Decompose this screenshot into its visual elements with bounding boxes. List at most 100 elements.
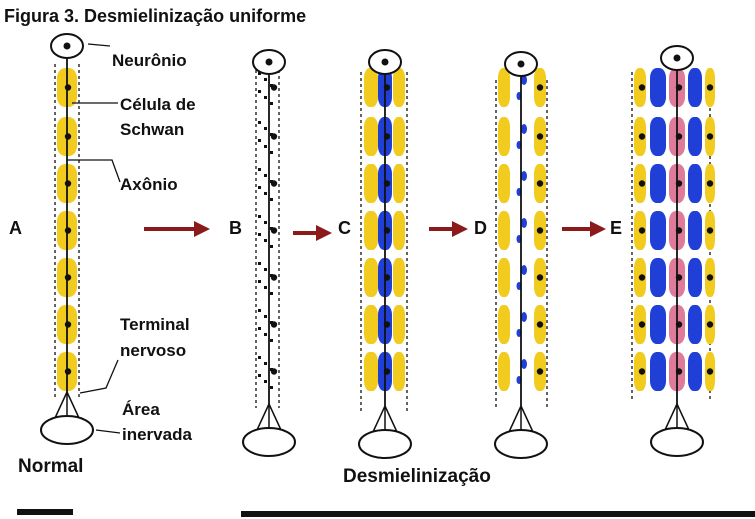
panel-d-cell-nucleus [536,274,544,281]
label-terminal-line2: nervoso [120,341,187,360]
scale-bar-normal [17,509,73,515]
panel-a-cell-nucleus [64,227,72,234]
panel-e-cell-nucleus [706,274,714,281]
panel-e-cell [650,352,666,391]
panel-b-myelin-debris [270,151,273,154]
panel-e-cell [650,164,666,203]
label-area-line1: Área [122,400,160,419]
panel-d-terminal-branch [520,405,534,433]
panel-b-myelin-debris [264,333,267,336]
panel-e-cell [650,68,666,107]
panel-e-innervated-area [650,427,704,457]
panel-b-myelin-debris [270,245,273,248]
panel-b-myelin-debris [258,356,261,359]
label-terminal-line1: Terminal [120,315,190,334]
panel-b-myelin-debris [258,90,261,93]
panel-d-cell [498,305,510,344]
panel-b-myelin-debris [264,192,267,195]
panel-e-cell [688,211,702,250]
panel-c-terminal-branch [384,405,398,433]
panel-b-myelin-debris [258,121,261,124]
panel-d-cell-nucleus [536,227,544,234]
panel-b-myelin-debris [258,309,261,312]
panel-b-myelin-debris [270,227,273,230]
panel-d-cell [498,352,510,391]
panel-d-cell [498,117,510,156]
panel-a-cell-nucleus [64,368,72,375]
panel-e-terminal-branch [676,403,690,431]
panel-e-cell [688,258,702,297]
panel-d-neuron-nucleus [517,60,525,68]
panel-e-cell-nucleus [706,84,714,91]
transition-arrow-head [590,221,606,237]
panel-d-cell [498,164,510,203]
panel-c-cell [393,68,405,107]
panel-d-remyelination-fragment [521,312,527,322]
panel-letter-b: B [229,218,242,238]
panel-a-innervated-area [40,415,94,445]
figure-title: Figura 3. Desmielinização uniforme [4,6,307,26]
panel-b-myelin-debris [264,380,267,383]
panel-b-myelin-debris [270,274,273,277]
transition-arrow-head [194,221,210,237]
panel-b-myelin-debris [270,321,273,324]
panel-e-cell [688,352,702,391]
panel-b-myelin-debris [264,221,267,224]
caption-normal: Normal [18,456,84,477]
panel-e-cell-nucleus [706,133,714,140]
panel-e-cell [688,68,702,107]
panel-e-cell-nucleus [638,84,646,91]
panel-e-cell [650,211,666,250]
panel-a-cell-nucleus [64,133,72,140]
panel-b-myelin-debris [270,84,273,87]
panel-b-neuron-nucleus [265,58,273,66]
panel-a-cell-nucleus [64,180,72,187]
panel-b-myelin-debris [264,239,267,242]
panel-e-cell-nucleus [706,368,714,375]
label-schwann-line1: Célula de [120,95,196,114]
panel-b-myelin-debris [258,215,261,218]
panel-b-myelin-debris [258,168,261,171]
panel-e-cell-nucleus [638,133,646,140]
panel-b-myelin-debris [258,233,261,236]
panel-e-neuron-nucleus [673,54,681,62]
panel-b-cell-nucleus [270,274,278,281]
panel-e-cell [650,258,666,297]
transition-arrow-head [452,221,468,237]
panel-b-myelin-debris [258,72,261,75]
panel-b-myelin-debris [264,286,267,289]
label-schwann-line2: Schwan [120,120,185,139]
panel-a-cell-nucleus [64,84,72,91]
panel-b-myelin-debris [264,145,267,148]
panel-e-cell [650,305,666,344]
panel-e-terminal-branch [664,403,678,431]
panel-b-cell-nucleus [270,133,278,140]
panel-b-cell-nucleus [270,84,278,91]
panel-c-cell [364,258,378,297]
leader-terminal [79,359,119,394]
leader-neuron [87,43,111,47]
panel-d-innervated-area [494,429,548,459]
panel-d-cell-nucleus [536,84,544,91]
panel-b-myelin-debris [270,386,273,389]
panel-e-cell [688,117,702,156]
panel-d-remyelination-fragment [521,359,527,369]
panel-e-cell [650,117,666,156]
panel-c-cell [364,211,378,250]
panel-d-remyelination-fragment [521,265,527,275]
panel-a-cell-nucleus [64,274,72,281]
panel-b-myelin-debris [270,133,273,136]
panel-c-cell [393,211,405,250]
panel-b-myelin-debris [258,139,261,142]
panel-b-myelin-debris [264,96,267,99]
panel-d-cell [498,211,510,250]
panel-c-cell [364,352,378,391]
panel-d-cell [498,68,510,107]
panel-c-cell [364,68,378,107]
panel-b-myelin-debris [264,127,267,130]
panel-letter-e: E [610,218,623,238]
panel-e-cell [688,305,702,344]
panel-b-myelin-debris [258,327,261,330]
label-neuron: Neurônio [112,51,187,70]
